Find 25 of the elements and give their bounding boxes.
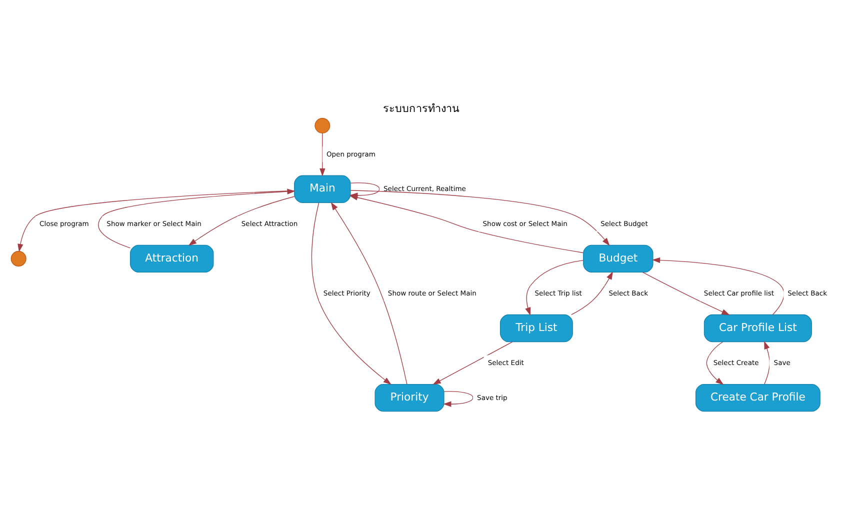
node-box: Main — [294, 174, 351, 202]
arrow — [571, 270, 613, 314]
diagram-title: ระบบการทำงาน — [383, 102, 459, 115]
arrow — [652, 256, 784, 314]
arrow — [188, 196, 295, 246]
arrow — [98, 188, 296, 248]
node-box: Priority — [374, 383, 444, 412]
node-circle — [314, 117, 330, 133]
arrow — [18, 190, 295, 252]
arrow — [350, 194, 584, 253]
node-circle — [10, 250, 26, 266]
node-box: Budget — [583, 244, 654, 272]
node-box: Car Profile List — [704, 314, 812, 342]
node-box: Create Car Profile — [695, 383, 820, 412]
arrow — [443, 390, 474, 406]
arrow — [525, 259, 584, 316]
arrow — [330, 202, 408, 384]
arrow — [311, 202, 392, 384]
arrow — [432, 341, 513, 384]
arrow — [764, 340, 770, 384]
arrow — [706, 340, 724, 384]
arrow — [320, 132, 326, 176]
node-box: Trip List — [500, 314, 573, 342]
arrow — [642, 271, 730, 315]
node-box: Attraction — [130, 244, 214, 272]
